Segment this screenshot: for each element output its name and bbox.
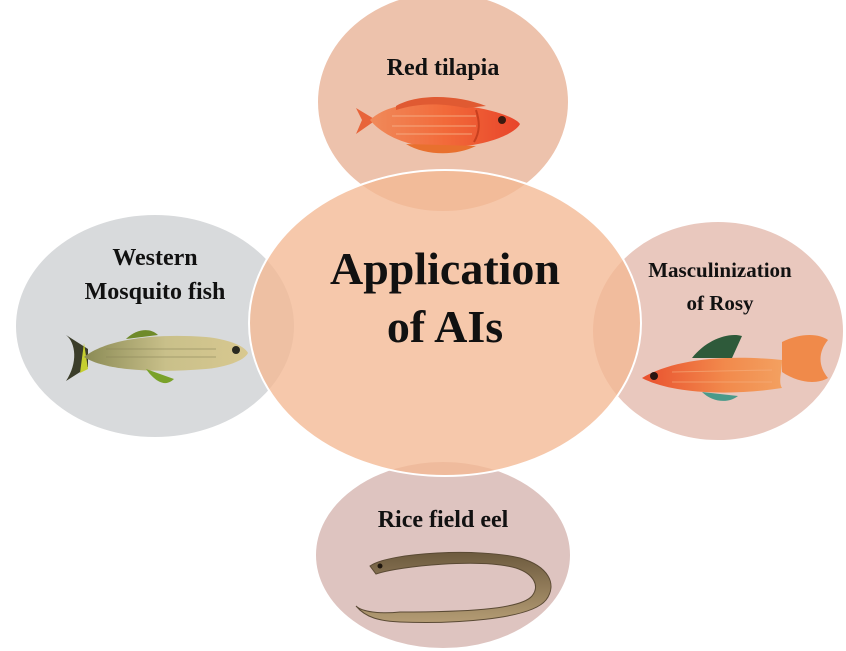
label-masculinization-line1: Masculinization xyxy=(620,254,820,287)
center-title-line2: of AIs xyxy=(300,298,590,356)
center-title: Application of AIs xyxy=(300,240,590,355)
center-title-line1: Application xyxy=(300,240,590,298)
label-western-mosquito-fish-line1: Western xyxy=(40,243,270,273)
label-western-mosquito-fish-line2: Mosquito fish xyxy=(40,277,270,307)
label-western-mosquito-fish: Western Mosquito fish xyxy=(40,243,270,307)
label-rice-field-eel-line1: Rice field eel xyxy=(328,505,558,535)
label-rice-field-eel: Rice field eel xyxy=(328,505,558,535)
label-masculinization-of-rosy: Masculinization of Rosy xyxy=(620,254,820,319)
label-red-tilapia-line1: Red tilapia xyxy=(343,53,543,83)
label-red-tilapia: Red tilapia xyxy=(343,53,543,83)
label-masculinization-line2: of Rosy xyxy=(620,287,820,320)
